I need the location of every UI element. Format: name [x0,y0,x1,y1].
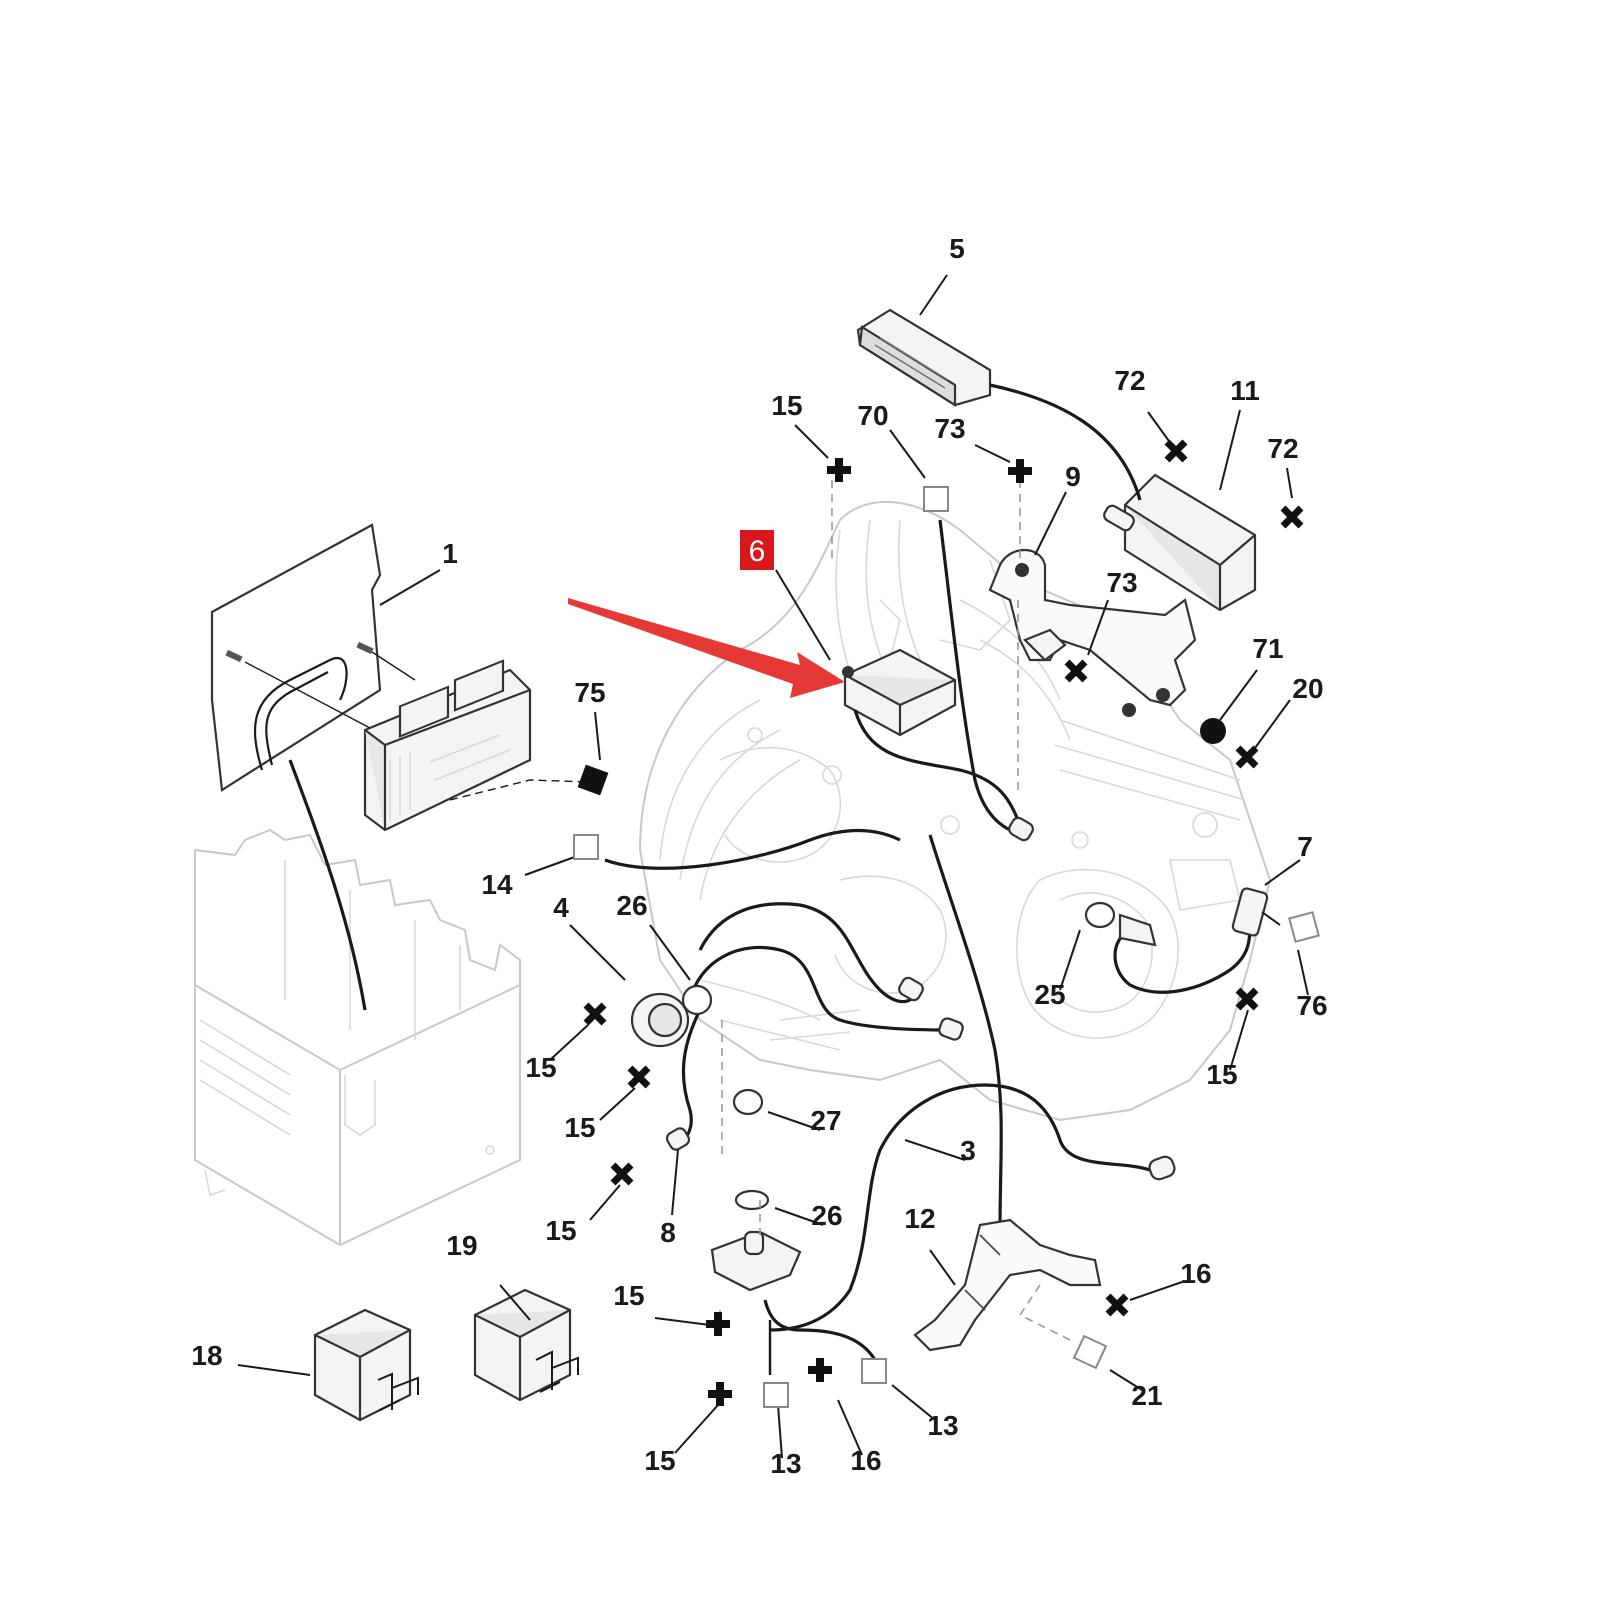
o-ring-part-26 [734,1189,770,1211]
plus-symbol-16b [808,1358,832,1382]
callout-label: 26 [811,1200,842,1231]
symbol-markers [573,439,1320,1408]
callout-label: 8 [660,1217,676,1248]
callout-label: 76 [1296,990,1327,1021]
callout-label: 72 [1114,365,1145,396]
callout-label: 27 [810,1105,841,1136]
callout-label: 13 [927,1410,958,1441]
callout-label: 15 [525,1052,556,1083]
callout-label: 13 [770,1448,801,1479]
part-75-marker [577,764,609,796]
callout-label: 7 [1297,831,1313,862]
callout-label: 15 [564,1112,595,1143]
callout-label: 20 [1292,673,1323,704]
cross-symbol-16a [1105,1293,1129,1317]
sensor-part-4 [630,984,713,1048]
callout-label: 16 [850,1445,881,1476]
highlight-leader [775,569,831,661]
ecu-module-part-1 [210,523,591,832]
callout-label: 25 [1034,979,1065,1010]
callout-label: 14 [481,869,513,900]
callout-label: 1 [442,538,458,569]
square-symbol-70 [923,486,949,512]
callout-labels: 5 15 70 73 72 11 72 9 1 73 71 20 75 14 7… [191,233,1327,1479]
callout-label: 71 [1252,633,1283,664]
highlight-label-6: 6 [740,530,774,570]
callout-label: 19 [446,1230,477,1261]
callout-label: 15 [771,390,802,421]
plus-symbol-73a [1008,459,1032,483]
callout-label: 4 [553,892,569,923]
callout-label: 72 [1267,433,1298,464]
cross-symbol-15c [627,1065,651,1089]
callout-label: 12 [904,1203,935,1234]
highlight-arrow [568,598,845,698]
battery-tray [194,828,521,1247]
callout-label: 16 [1180,1258,1211,1289]
callout-label: 73 [1106,567,1137,598]
callout-label: 21 [1131,1380,1162,1411]
square-symbol-14 [573,834,599,860]
cross-symbol-72a [1164,439,1188,463]
callout-label: 15 [545,1215,576,1246]
actuator-part-6 [842,648,957,737]
module-part-11 [1103,473,1257,612]
callout-label: 26 [616,890,647,921]
connector-part-7 [1084,887,1269,947]
cover-part-5 [856,308,992,407]
callout-label: 15 [613,1280,644,1311]
callout-label: 15 [644,1445,675,1476]
highlight-label-text: 6 [749,535,766,568]
plus-symbol-15a [827,458,851,482]
ball-part-71 [1200,718,1226,744]
bracket-part-12 [913,1218,1102,1352]
callout-label: 11 [1230,375,1260,406]
callout-label: 75 [574,677,605,708]
cross-symbol-15e [1235,987,1259,1011]
plus-symbol-15f [706,1312,730,1336]
cross-symbol-20 [1235,745,1259,769]
callout-label: 3 [960,1135,976,1166]
cross-symbol-15b [583,1002,607,1026]
o-ring-part-27 [732,1088,764,1116]
callout-label: 15 [1206,1059,1237,1090]
relay-part-19 [473,1288,579,1402]
cross-symbol-15d [610,1162,634,1186]
square-symbol-76 [1288,911,1320,943]
wire-connectors [665,816,1176,1181]
square-symbol-13a [763,1382,789,1408]
callout-label: 9 [1065,461,1081,492]
callout-label: 73 [934,413,965,444]
callout-label: 18 [191,1340,222,1371]
sensor-part-13 [710,1230,802,1292]
cross-symbol-73b [1064,659,1088,683]
wire-ecu-to-tray [288,759,367,1011]
square-symbol-13b [861,1358,887,1384]
callout-label: 70 [857,400,888,431]
plus-symbol-15g [708,1382,732,1406]
leader-lines [237,274,1309,1459]
callout-label: 5 [949,233,965,264]
square-symbol-21 [1072,1334,1108,1370]
relay-part-18 [313,1308,419,1422]
cross-symbol-72b [1280,505,1304,529]
